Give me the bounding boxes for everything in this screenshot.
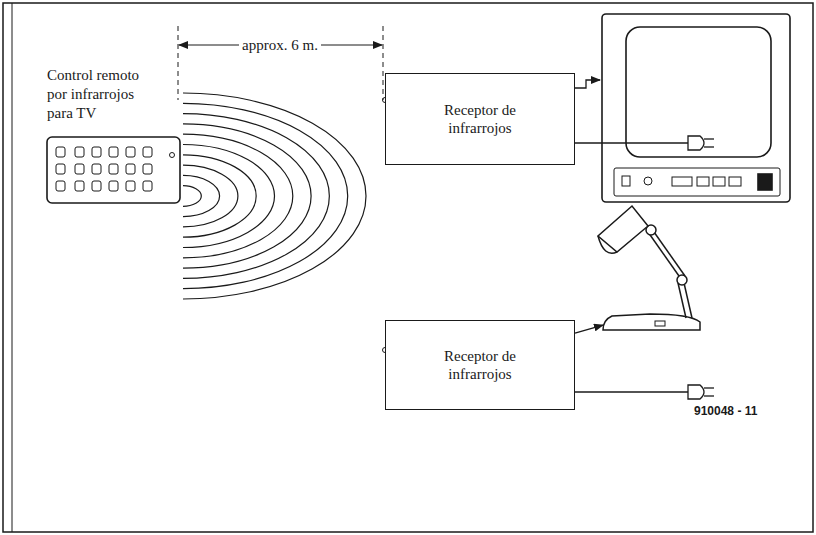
ir-wave bbox=[183, 175, 220, 216]
remote-button bbox=[143, 164, 152, 174]
remote-button bbox=[109, 147, 118, 157]
ir-waves bbox=[183, 93, 366, 299]
remote-button bbox=[92, 164, 101, 174]
desk-lamp bbox=[598, 206, 700, 330]
remote-button bbox=[126, 164, 135, 174]
box-label: Receptor de infrarrojos bbox=[420, 101, 540, 137]
mains-plug bbox=[688, 136, 714, 150]
remote-button bbox=[56, 164, 65, 174]
remote-button bbox=[56, 181, 65, 191]
remote-button bbox=[143, 147, 152, 157]
ir-wave bbox=[183, 186, 201, 207]
tv-set bbox=[602, 14, 790, 202]
remote-button bbox=[56, 147, 65, 157]
ir-wave bbox=[183, 145, 275, 248]
remote-button bbox=[92, 181, 101, 191]
ir-wave bbox=[183, 165, 238, 227]
ir-wave bbox=[183, 103, 348, 288]
figure-number: 910048 - 11 bbox=[694, 403, 757, 420]
frame bbox=[3, 3, 813, 532]
ir-wave bbox=[183, 155, 256, 237]
lamp-lead bbox=[575, 325, 603, 333]
signal-lead bbox=[575, 80, 600, 88]
remote-button bbox=[75, 181, 84, 191]
dimension-guide bbox=[383, 26, 384, 100]
remote-button bbox=[75, 164, 84, 174]
remote-label: Control remoto por infrarrojos para TV bbox=[47, 66, 142, 123]
frame-rule bbox=[12, 3, 13, 532]
receiver-box: Receptor de infrarrojos bbox=[385, 320, 575, 410]
mains-cable bbox=[575, 391, 688, 392]
ir-led bbox=[170, 153, 175, 158]
remote-buttons bbox=[56, 147, 152, 191]
remote-button bbox=[109, 164, 118, 174]
mains-plug bbox=[688, 385, 714, 399]
remote-button bbox=[126, 181, 135, 191]
ir-wave bbox=[183, 134, 293, 258]
remote-button bbox=[75, 147, 84, 157]
remote-button bbox=[92, 147, 101, 157]
remote-button bbox=[109, 181, 118, 191]
dimension-guide bbox=[178, 26, 179, 100]
remote-control bbox=[47, 137, 180, 203]
ir-wave bbox=[183, 124, 311, 268]
remote-button bbox=[126, 147, 135, 157]
ir-wave bbox=[183, 114, 329, 279]
remote-button bbox=[143, 181, 152, 191]
box-label: Receptor de infrarrojos bbox=[420, 347, 540, 383]
ir-wave bbox=[183, 93, 366, 299]
mains-cable bbox=[575, 142, 688, 143]
receiver-box: Receptor de infrarrojos bbox=[385, 73, 575, 165]
dimension-label: approx. 6 m. bbox=[239, 37, 321, 54]
